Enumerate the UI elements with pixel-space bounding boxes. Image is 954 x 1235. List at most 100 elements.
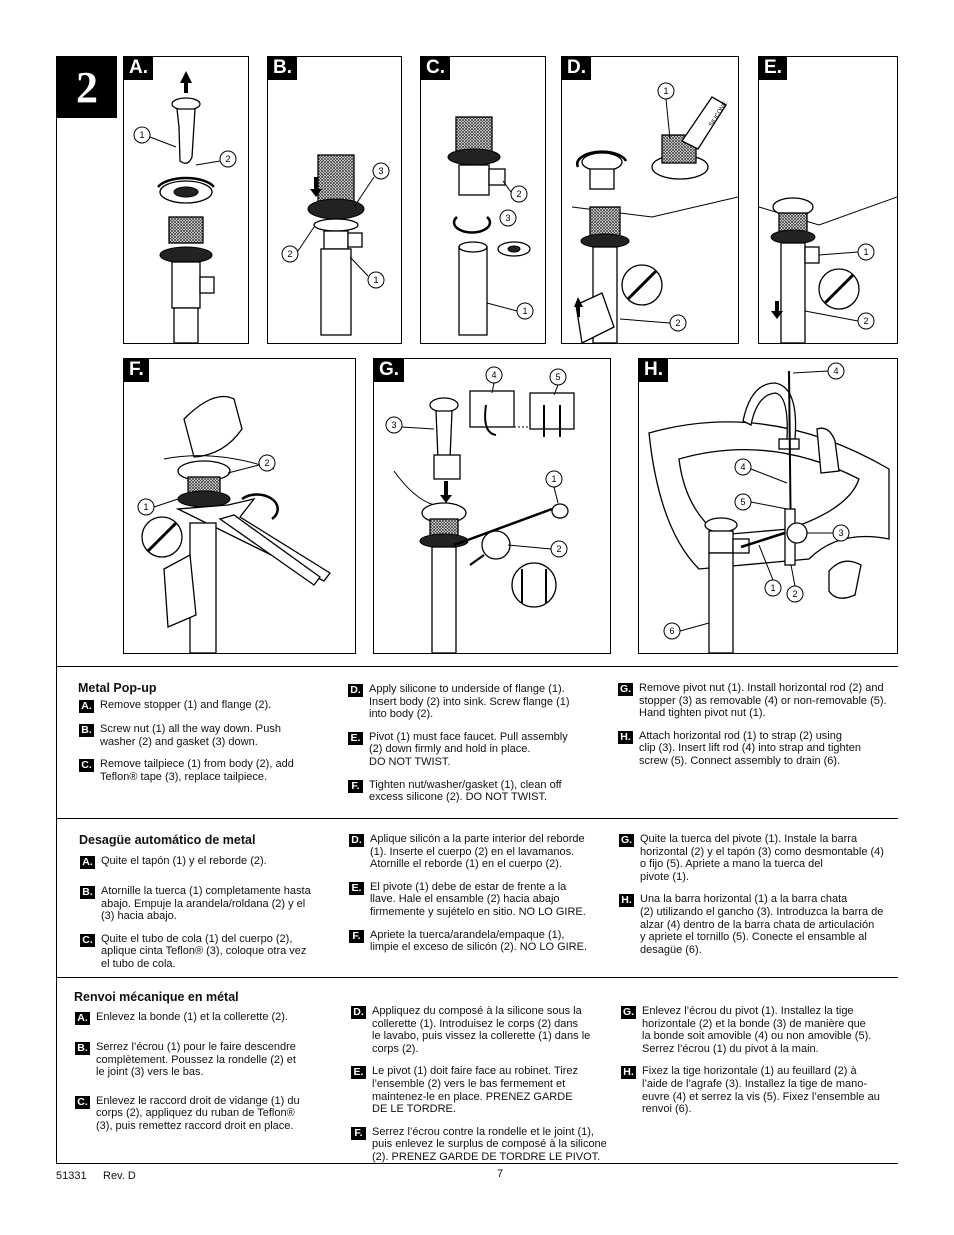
callout-number: 4 [740,462,745,472]
instruction-item: D. Apply silicone to underside of flange … [348,683,608,721]
divider-spanish-french [56,977,898,978]
step-badge: D. [348,684,363,697]
no-twist-icon [823,273,855,305]
instruction-item: C. Remove tailpiece (1) from body (2), ad… [79,758,329,783]
instruction-item: F.Serrez l’écrou contre la rondelle et l… [351,1126,621,1164]
panel-a: A. 1 2 [123,56,249,344]
section-title-spanish: Desagüe automático de metal [79,833,256,847]
callout-number: 4 [491,370,496,380]
instructions-spanish-col-1: A. Quite el tapón (1) y el reborde (2). B… [80,855,340,981]
instruction-item: F.Tighten nut/washer/gasket (1), clean o… [348,779,608,804]
callout-number: 1 [863,247,868,257]
instruction-text: Apriete la tuerca/arandela/empaque (1), … [370,928,588,954]
instructions-french-col-3: G.Enlevez l’écrou du pivot (1). Installe… [621,1005,911,1126]
instructions-english-col-3: G.Remove pivot nut (1). Install horizont… [618,682,908,778]
page-number: 7 [497,1168,504,1180]
panel-label: H. [639,359,668,382]
step-badge: F. [349,929,364,943]
instruction-text: Una la barra horizontal (1) a la barra c… [640,893,884,956]
instructions-spanish-col-2: D.Aplique silicón a la parte interior de… [349,833,609,964]
panel-label: F. [124,359,149,382]
instructions-english-col-2: D. Apply silicone to underside of flange … [348,683,608,814]
step-badge: A. [79,700,94,713]
step-badge: C. [75,1095,90,1109]
step-badge: D. [349,834,364,847]
callout-number: 2 [225,154,230,164]
callout-number: 3 [391,420,396,430]
step-badge: B. [79,724,94,737]
panel-d: D. SILICONE 1 2 [561,56,739,344]
step-badge: E. [351,1066,366,1080]
step-badge: A. [80,856,95,869]
rotate-arrow-icon [452,216,492,234]
instruction-item: E. Le pivot (1) doit faire face au robine… [351,1065,621,1115]
callout-number: 3 [838,528,843,538]
callout-number: 1 [143,502,148,512]
instruction-text: Enlevez l’écrou du pivot (1). Installez … [642,1005,872,1055]
instruction-text: Le pivot (1) doit faire face au robinet.… [372,1065,579,1116]
instruction-item: F. Apriete la tuerca/arandela/empaque (1)… [349,929,609,954]
step-badge: C. [80,933,95,947]
instruction-item: E.Pivot (1) must face faucet. Pull assem… [348,731,608,769]
instruction-item: H. Una la barra horizontal (1) a la barra… [619,893,909,956]
illustration-screw-nut-down: 3 2 1 [281,154,390,336]
instruction-text: Attach horizontal rod (1) to strap (2) u… [639,729,861,767]
illustration-pull-assembly: 1 2 [759,196,897,343]
panel-label: C. [421,57,450,80]
step-number: 2 [57,56,117,118]
illustration-install-horizontal-rod: 4 5 3 1 2 [385,366,575,653]
illustration-apply-silicone: SILICONE 1 2 [571,82,738,343]
no-twist-icon [626,269,658,301]
no-twist-icon [146,521,178,553]
arrow-up-icon [574,297,583,317]
instruction-text: Quite la tuerca del pivote (1). Instale … [640,833,884,883]
instruction-text: Atornille la tuerca (1) completamente ha… [101,885,311,923]
panel-h: H. 4 4 5 3 1 2 6 [638,358,898,654]
instruction-text: Serrez l’écrou contre la rondelle et le … [372,1125,607,1163]
step-badge: B. [80,886,95,899]
panel-label: D. [562,57,591,80]
callout-number: 4 [833,366,838,376]
instruction-text: Fixez la tige horizontale (1) au feuilla… [642,1065,880,1116]
callout-number: 2 [287,249,292,259]
instruction-text: Apply silicone to underside of flange (1… [369,683,570,721]
callout-number: 1 [663,86,668,96]
instruction-text: Quite el tubo de cola (1) del cuerpo (2)… [101,932,307,970]
callout-number: 2 [792,589,797,599]
panel-label: B. [268,57,297,80]
instructions-french-col-2: D. Appliquez du composé à la silicone sou… [351,1005,621,1174]
callout-number: 6 [669,626,674,636]
instructions-english-col-1: A.Remove stopper (1) and flange (2). B.S… [79,699,329,793]
panel-f: F. 2 1 [123,358,356,654]
instruction-item: G.Enlevez l’écrou du pivot (1). Installe… [621,1005,911,1055]
callout-number: 2 [556,544,561,554]
callout-number: 3 [378,166,383,176]
step-badge: D. [351,1006,366,1019]
callout-number: 2 [863,316,868,326]
instruction-text: Quite el tapón (1) y el reborde (2). [101,855,267,867]
divider-english-spanish [56,818,898,819]
doc-number: 51331 [56,1170,87,1182]
instruction-text: Remove pivot nut (1). Install horizontal… [639,682,887,720]
step-badge: E. [348,731,363,745]
instruction-item: G.Remove pivot nut (1). Install horizont… [618,682,908,720]
illustration-connect-lift-rod: 4 4 5 3 1 2 6 [648,362,890,653]
instruction-text: Remove tailpiece (1) from body (2), add … [100,758,294,783]
step-badge: C. [79,759,94,773]
instruction-item: E.El pivote (1) debe de estar de frente … [349,881,609,919]
callout-number: 1 [551,474,556,484]
step-badge: F. [348,779,363,793]
step-badge: H. [621,1066,636,1080]
panel-g: G. 4 5 3 1 2 [373,358,611,654]
callout-number: 3 [505,213,510,223]
rotate-arrow-icon [241,493,279,521]
instruction-item: B. Atornille la tuerca (1) completamente … [80,885,340,923]
step-badge: H. [619,894,634,908]
callout-number: 1 [522,306,527,316]
revision: Rev. D [103,1170,136,1182]
instruction-item: C. Quite el tubo de cola (1) del cuerpo (… [80,933,340,971]
instruction-text: El pivote (1) debe de estar de frente a … [370,880,586,918]
instruction-text: Appliquez du composé à la silicone sous … [372,1005,591,1055]
instruction-item: A. Quite el tapón (1) y el reborde (2). [80,855,340,869]
arrow-up-icon [180,71,192,93]
